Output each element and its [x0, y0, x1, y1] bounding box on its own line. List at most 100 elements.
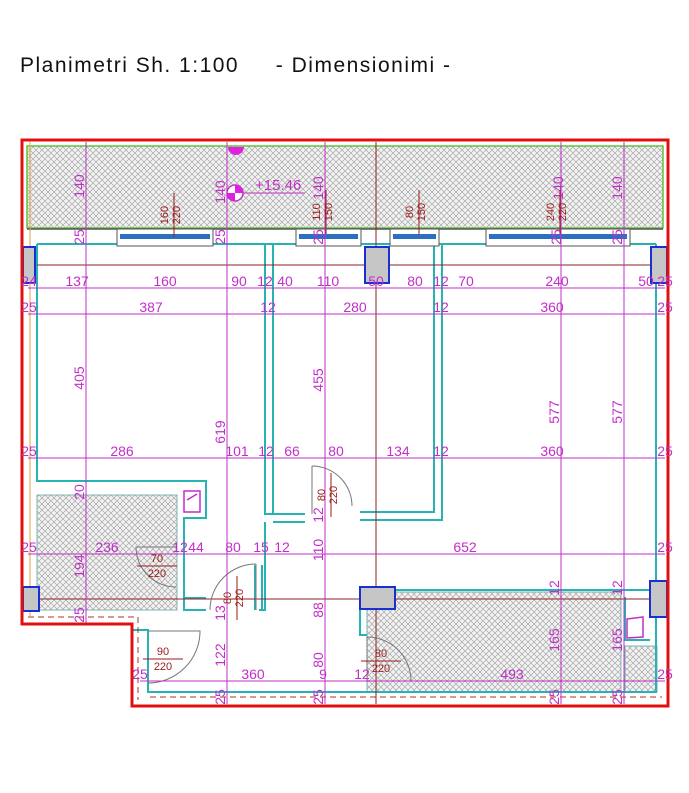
dimension-label: 12	[257, 273, 273, 289]
door-size-width: 70	[151, 553, 163, 565]
windows	[116, 228, 631, 247]
dimension-label: 25	[310, 229, 326, 245]
dimension-label: 80	[225, 539, 241, 555]
window-size-height: 220	[171, 206, 183, 224]
door-size-width: 80	[222, 592, 234, 604]
dimension-label: 194	[71, 554, 87, 578]
window-size-width: 240	[545, 203, 557, 221]
bathroom-floor	[36, 494, 178, 611]
dimension-label: 25	[71, 229, 87, 245]
dimension-label: 360	[540, 443, 564, 459]
dimension-label: 110	[317, 273, 340, 289]
dimension-label: 140	[609, 176, 625, 200]
dimension-label: 20	[71, 484, 87, 500]
dimension-label: 12	[433, 299, 449, 315]
dimension-label: 286	[110, 443, 134, 459]
title-main: Planimetri Sh. 1:100	[20, 54, 240, 77]
kitchen-counter-side	[624, 645, 658, 693]
dimension-label: 101	[225, 443, 249, 459]
dimension-label: 12	[354, 666, 370, 682]
dimension-label: 165	[546, 628, 562, 652]
dimension-label: 12	[433, 273, 449, 289]
dimension-label: 12	[258, 443, 274, 459]
dimension-label: 577	[546, 400, 562, 424]
dashed-outline	[28, 616, 662, 700]
dimension-label: 25	[548, 229, 564, 245]
dimension-label: 110	[310, 539, 326, 562]
axis-lines	[29, 142, 656, 704]
dimension-label: 12	[310, 507, 326, 523]
dimension-label: 137	[65, 273, 89, 289]
columns	[22, 246, 668, 618]
dimension-label: 80	[328, 443, 344, 459]
dimension-label: 12	[260, 299, 276, 315]
dimension-label: 140	[310, 176, 326, 200]
dimension-label: 9	[319, 666, 327, 682]
title-sub: - Dimensionimi -	[275, 54, 452, 77]
dimension-label: 13	[212, 605, 228, 621]
door-size-height: 220	[328, 486, 340, 504]
kitchen-counter	[366, 591, 622, 693]
dimension-label: 90	[231, 273, 247, 289]
dimension-label: 25	[71, 607, 87, 623]
dimension-label: 360	[540, 299, 564, 315]
sink-fixture	[626, 616, 644, 639]
dimension-label: 236	[95, 539, 119, 555]
window-size-height: 220	[557, 203, 569, 221]
dimension-label: 80	[310, 652, 326, 668]
door-size-width: 80	[316, 489, 328, 501]
dimension-label: 577	[609, 400, 625, 424]
dimension-label: 280	[343, 299, 367, 315]
elevation-marker: +15.46	[226, 147, 305, 202]
dimension-label: 240	[545, 273, 569, 289]
door-size-height: 220	[372, 663, 390, 675]
dimension-label: 70	[458, 273, 474, 289]
door-size-height: 220	[148, 568, 166, 580]
dimension-label: 50	[368, 273, 384, 289]
dimension-label: 50	[638, 273, 654, 289]
dimension-label: 360	[241, 666, 265, 682]
door-size-height: 220	[234, 589, 246, 607]
dimension-label: 25	[212, 229, 228, 245]
elevation-label: +15.46	[255, 177, 301, 194]
dimension-label: 40	[277, 273, 293, 289]
dimension-label: 25	[546, 689, 562, 705]
dimension-label: 25	[609, 689, 625, 705]
door-size-width: 80	[375, 648, 387, 660]
dimension-label: 25	[657, 666, 673, 682]
dimension-label: 455	[310, 368, 326, 392]
door-size-height: 220	[154, 661, 172, 673]
dimension-label: 25	[21, 299, 37, 315]
column	[359, 586, 396, 610]
dimension-label: 25	[657, 299, 673, 315]
dimension-label: 652	[453, 539, 477, 555]
dimension-label: 24	[21, 273, 37, 289]
dimension-label: 12	[609, 580, 625, 596]
dimension-label: 88	[310, 602, 326, 618]
window-size-width: 110	[311, 203, 323, 221]
dimension-label: 25	[21, 443, 37, 459]
dimension-label: 160	[153, 273, 177, 289]
window-size-width: 80	[404, 206, 416, 218]
dimension-label: 140	[550, 176, 566, 200]
dimension-label: 25	[657, 443, 673, 459]
drawing-title: Planimetri Sh. 1:100 - Dimensionimi -	[20, 54, 451, 78]
dimension-label: 80	[407, 273, 423, 289]
dimension-label: 25	[657, 539, 673, 555]
dimension-label: 25	[310, 689, 326, 705]
dimension-label: 25	[21, 539, 37, 555]
dimension-label: 12	[274, 539, 290, 555]
balcony-hatched-area	[26, 145, 664, 229]
dimension-label: 12	[546, 580, 562, 596]
dimension-label: 134	[386, 443, 410, 459]
dimension-label: 12	[172, 539, 188, 555]
dimension-label: 619	[212, 420, 228, 444]
dimension-label: 165	[609, 628, 625, 652]
door-size-width: 90	[157, 646, 169, 658]
dimension-label: 25	[657, 273, 673, 289]
dimension-label: 387	[139, 299, 163, 315]
dimension-label: 405	[71, 366, 87, 390]
column	[22, 586, 40, 612]
door-swings	[135, 465, 412, 684]
